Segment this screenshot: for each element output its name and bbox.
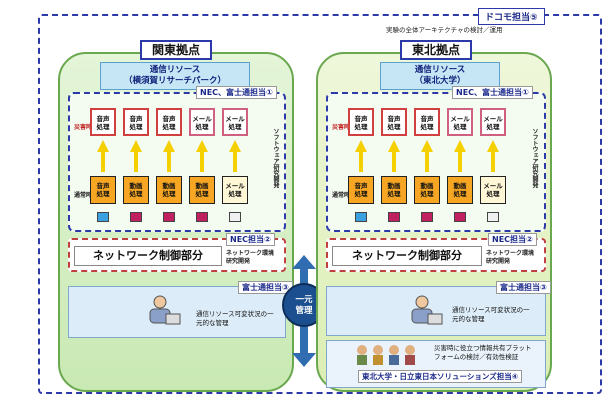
east-management-box xyxy=(68,286,286,338)
north-upgrade-arrow-stem xyxy=(392,150,396,172)
north-network-sub: ネットワーク環境 研究開発 xyxy=(486,250,535,265)
east-resource-line2: （横須賀リサーチパーク） xyxy=(123,76,226,86)
north-upgrade-arrow-icon xyxy=(487,140,499,152)
north-upgrade-arrow-icon xyxy=(454,140,466,152)
overall-boundary xyxy=(38,14,602,394)
architecture-note: 実験の全体アーキテクチャの検討／運用 xyxy=(386,26,503,34)
video-icon xyxy=(130,212,142,222)
north-normal-label: 通常時 xyxy=(332,192,351,199)
east-upgrade-arrow-stem xyxy=(134,150,138,172)
east-upgrade-arrow-icon xyxy=(97,140,109,152)
north-resource-line2: （東北大学） xyxy=(414,76,466,86)
north-site-title: 東北拠点 xyxy=(400,40,472,60)
people-group-icon xyxy=(357,345,415,365)
east-upgrade-arrow-stem xyxy=(233,150,237,172)
north-network-title: ネットワーク制御部分 xyxy=(332,246,482,266)
north-management-text: 通信リソース可変状況の一 元的な管理 xyxy=(452,306,530,323)
north-disaster-module: 音声 処理 xyxy=(381,108,407,136)
video-icon xyxy=(421,212,433,222)
east-normal-module: 動画 処理 xyxy=(123,176,149,204)
east-upgrade-arrow-stem xyxy=(101,150,105,172)
north-upgrade-arrow-stem xyxy=(425,150,429,172)
north-upgrade-arrow-icon xyxy=(421,140,433,152)
north-upgrade-arrow-stem xyxy=(458,150,462,172)
east-disaster-module: 音声 処理 xyxy=(123,108,149,136)
east-upgrade-arrow-icon xyxy=(163,140,175,152)
north-operator-icon xyxy=(411,295,443,325)
east-site-title: 関東拠点 xyxy=(140,40,212,60)
north-resource-box: 通信リソース （東北大学） xyxy=(380,62,500,90)
east-network-title: ネットワーク制御部分 xyxy=(74,246,222,266)
east-upgrade-arrow-icon xyxy=(229,140,241,152)
north-software-label: ソフトウェア研究開発 xyxy=(531,128,538,188)
north-platform-text: 災害時に役立つ情報共有プラット フォームの検討／有効性検証 xyxy=(434,344,532,361)
east-network-tag: NEC担当② xyxy=(226,233,275,246)
north-disaster-module: メール 処理 xyxy=(447,108,473,136)
east-software-tag: NEC、富士通担当① xyxy=(196,86,277,99)
north-resource-line1: 通信リソース xyxy=(414,65,466,75)
north-normal-module: メール 処理 xyxy=(480,176,506,204)
east-disaster-module: 音声 処理 xyxy=(90,108,116,136)
east-software-label: ソフトウェア研究開発 xyxy=(272,128,279,188)
east-operator-icon xyxy=(149,295,181,325)
docomo-tag: ドコモ担当⑤ xyxy=(478,8,545,25)
east-disaster-label: 災害時 xyxy=(74,124,93,131)
east-resource-line1: 通信リソース xyxy=(149,65,201,75)
north-disaster-label: 災害時 xyxy=(332,124,351,131)
phone-icon xyxy=(97,212,109,222)
north-management-box xyxy=(326,286,546,336)
video-icon xyxy=(196,212,208,222)
north-upgrade-arrow-icon xyxy=(388,140,400,152)
east-disaster-module: 音声 処理 xyxy=(156,108,182,136)
mail-icon xyxy=(487,212,499,222)
north-normal-module: 動画 処理 xyxy=(447,176,473,204)
north-upgrade-arrow-icon xyxy=(355,140,367,152)
east-normal-module: 動画 処理 xyxy=(189,176,215,204)
north-software-tag: NEC、富士通担当① xyxy=(452,86,533,99)
east-management-text: 通信リソース可変状況の一 元的な管理 xyxy=(196,310,274,327)
east-resource-box: 通信リソース （横須賀リサーチパーク） xyxy=(100,62,250,90)
east-upgrade-arrow-icon xyxy=(196,140,208,152)
east-disaster-module: メール 処理 xyxy=(222,108,248,136)
north-network-tag: NEC担当② xyxy=(488,233,537,246)
north-upgrade-arrow-stem xyxy=(491,150,495,172)
phone-icon xyxy=(355,212,367,222)
east-upgrade-arrow-stem xyxy=(167,150,171,172)
east-upgrade-arrow-stem xyxy=(200,150,204,172)
video-icon xyxy=(163,212,175,222)
video-icon xyxy=(454,212,466,222)
east-normal-module: 動画 処理 xyxy=(156,176,182,204)
north-upgrade-arrow-stem xyxy=(359,150,363,172)
video-icon xyxy=(388,212,400,222)
east-normal-module: 音声 処理 xyxy=(90,176,116,204)
north-disaster-module: 音声 処理 xyxy=(348,108,374,136)
north-disaster-module: メール 処理 xyxy=(480,108,506,136)
north-platform-tag: 東北大学・日立東日本ソリューションズ担当④ xyxy=(358,370,523,383)
north-management-tag: 富士通担当③ xyxy=(496,281,551,294)
north-normal-module: 動画 処理 xyxy=(414,176,440,204)
east-normal-module: メール 処理 xyxy=(222,176,248,204)
north-normal-module: 動画 処理 xyxy=(381,176,407,204)
north-disaster-module: 音声 処理 xyxy=(414,108,440,136)
east-disaster-module: メール 処理 xyxy=(189,108,215,136)
mail-icon xyxy=(229,212,241,222)
north-normal-module: 音声 処理 xyxy=(348,176,374,204)
east-upgrade-arrow-icon xyxy=(130,140,142,152)
east-normal-label: 通常時 xyxy=(74,192,93,199)
east-network-sub: ネットワーク環境 研究開発 xyxy=(226,250,275,265)
